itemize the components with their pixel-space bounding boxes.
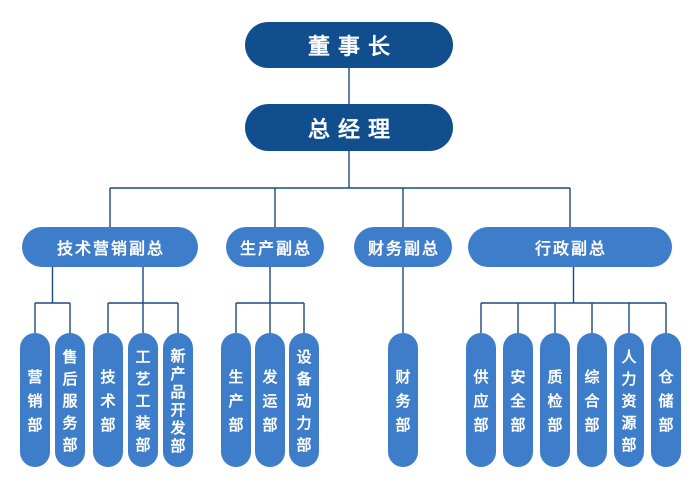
dept-node: 财务部 [388, 333, 418, 467]
dept-node: 人力资源部 [614, 333, 644, 467]
dept-node: 生产部 [221, 333, 251, 467]
dept-node: 售后服务部 [55, 333, 85, 467]
dept-node: 工艺工装部 [128, 333, 158, 467]
dept-node: 供应部 [466, 333, 496, 467]
vp-node-finance: 财务副总 [354, 227, 452, 267]
dept-node: 设备动力部 [289, 333, 319, 467]
dept-node: 安全部 [503, 333, 533, 467]
dept-node: 质检部 [540, 333, 570, 467]
vp-node-admin: 行政副总 [468, 227, 672, 267]
general-manager-node: 总经理 [245, 104, 453, 151]
dept-node: 技术部 [93, 333, 123, 467]
vp-node-tech-marketing: 技术营销副总 [22, 227, 198, 267]
dept-node: 综合部 [577, 333, 607, 467]
vp-node-production: 生产副总 [226, 227, 324, 267]
dept-node: 发运部 [255, 333, 285, 467]
dept-node: 新产品开发部 [163, 333, 193, 467]
chairman-node: 董事长 [245, 22, 453, 68]
dept-node: 营销部 [20, 333, 50, 467]
dept-node: 仓储部 [651, 333, 681, 467]
